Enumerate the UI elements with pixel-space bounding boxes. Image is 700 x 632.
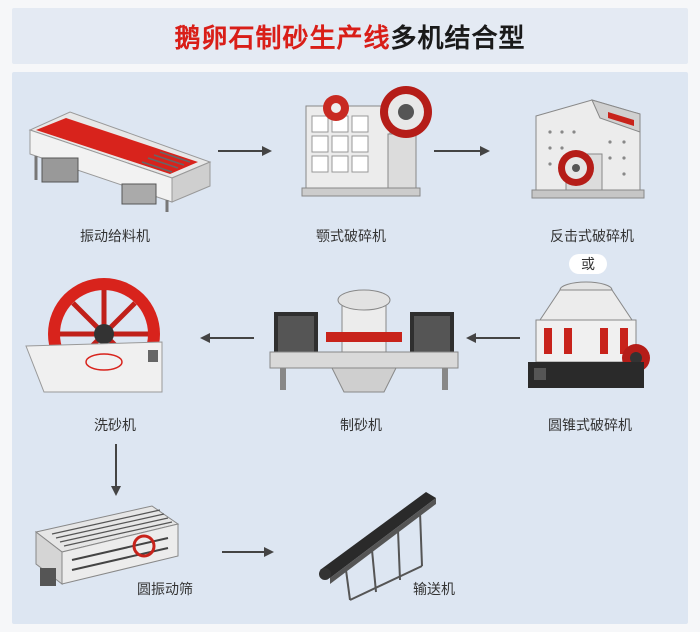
- label-vibrating-feeder: 振动给料机: [80, 229, 150, 245]
- arrow-washer-to-screen: [111, 444, 121, 496]
- impact-crusher-image: [531, 99, 645, 199]
- arrow-cone-to-sandmaker: [466, 333, 520, 343]
- page-title: 鹅卵石制砂生产线多机结合型: [174, 18, 525, 55]
- label-vibrating-screen: 圆振动筛: [137, 582, 193, 598]
- label-impact-crusher: 反击式破碎机: [550, 229, 634, 245]
- sand-washer-image: [25, 278, 163, 393]
- or-badge: 或: [569, 254, 607, 274]
- arrow-screen-to-conveyor: [222, 547, 274, 557]
- vibrating-feeder-image: [28, 111, 212, 212]
- label-sand-washer: 洗砂机: [94, 418, 136, 434]
- cone-crusher-image: [528, 281, 650, 388]
- title-black-part: 多机结合型: [390, 23, 526, 54]
- sand-maker-image: [269, 289, 459, 393]
- label-cone-crusher: 圆锥式破碎机: [548, 418, 632, 434]
- title-bar: 鹅卵石制砂生产线多机结合型: [12, 8, 688, 64]
- vibrating-screen-image: [34, 505, 180, 586]
- arrow-feeder-to-jaw: [218, 146, 272, 156]
- label-sand-maker: 制砂机: [340, 418, 382, 434]
- title-red-part: 鹅卵石制砂生产线: [174, 23, 391, 54]
- label-belt-conveyor: 输送机: [413, 582, 455, 598]
- arrow-sandmaker-to-washer: [200, 333, 254, 343]
- belt-conveyor-image: [319, 492, 436, 601]
- jaw-crusher-image: [301, 86, 432, 197]
- arrow-jaw-to-impact: [434, 146, 490, 156]
- label-jaw-crusher: 颚式破碎机: [316, 229, 386, 245]
